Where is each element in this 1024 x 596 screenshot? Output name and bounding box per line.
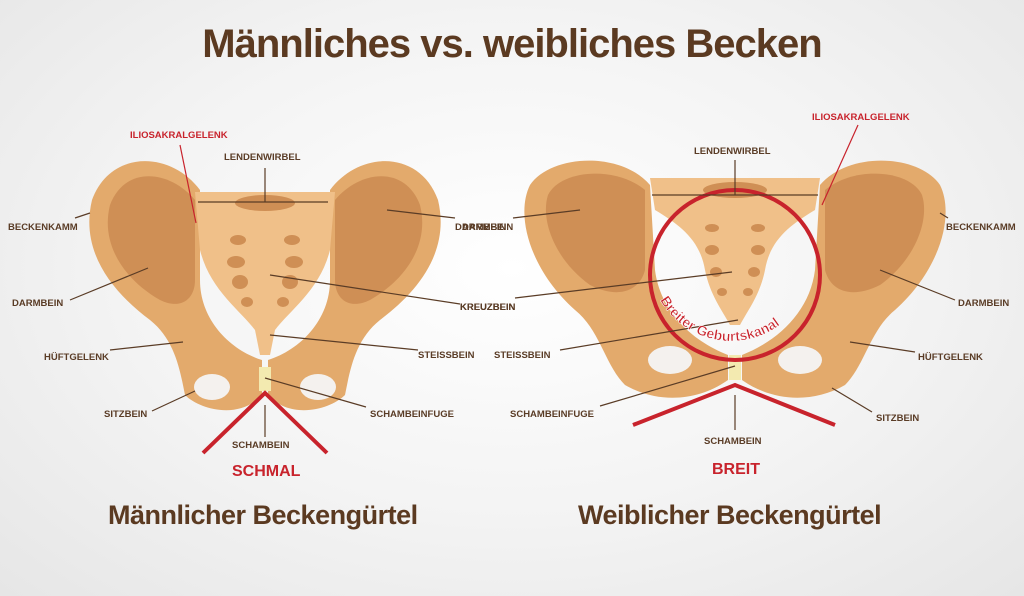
- label-darmbein-female-left: DARMBEIN: [462, 222, 514, 233]
- female-caption: Weiblicher Beckengürtel: [578, 500, 882, 530]
- female-subpubic-angle: [632, 382, 836, 427]
- male-width-label: SCHMAL: [232, 463, 301, 480]
- label-sitzbein-male: SITZBEIN: [104, 409, 148, 420]
- label-kreuzbein: KREUZBEIN: [460, 302, 516, 313]
- page-title: Männliches vs. weibliches Becken: [202, 22, 822, 66]
- label-hueftgelenk-male: HÜFTGELENK: [44, 352, 109, 363]
- male-pelvis: [69, 144, 461, 455]
- label-iliosakralgelenk-male: ILIOSAKRALGELENK: [130, 130, 228, 141]
- label-hueftgelenk-female: HÜFTGELENK: [918, 352, 983, 363]
- label-darmbein-male-left: DARMBEIN: [12, 298, 64, 309]
- label-iliosakralgelenk-female: ILIOSAKRALGELENK: [812, 112, 910, 123]
- label-steissbein-male: STEISSBEIN: [418, 350, 475, 361]
- female-sacrum: [650, 178, 820, 325]
- female-width-label: BREIT: [712, 461, 760, 478]
- male-subpubic-angle: [201, 390, 329, 455]
- label-darmbein-male-right: DARMBEIN: [455, 222, 507, 233]
- label-schambein-male: SCHAMBEIN: [232, 440, 290, 451]
- label-schambeinfuge-male: SCHAMBEINFUGE: [370, 409, 454, 420]
- label-lendenwirbel-male: LENDENWIRBEL: [224, 152, 301, 163]
- label-darmbein-female-right: DARMBEIN: [958, 298, 1010, 309]
- label-beckenkamm-male: BECKENKAMM: [8, 222, 78, 233]
- label-beckenkamm-female: BECKENKAMM: [946, 222, 1016, 233]
- label-schambeinfuge-female: SCHAMBEINFUGE: [510, 409, 594, 420]
- label-sitzbein-female: SITZBEIN: [876, 413, 920, 424]
- label-kreuzbein-female: KREUZBEIN: [460, 302, 516, 313]
- female-pelvis: Breiter Geburtskanal: [512, 124, 956, 430]
- male-caption: Männlicher Beckengürtel: [108, 500, 418, 530]
- male-sacrum: [195, 192, 335, 355]
- label-schambein-female: SCHAMBEIN: [704, 436, 762, 447]
- label-lendenwirbel-female: LENDENWIRBEL: [694, 146, 771, 157]
- label-steissbein-female: STEISSBEIN: [494, 350, 551, 361]
